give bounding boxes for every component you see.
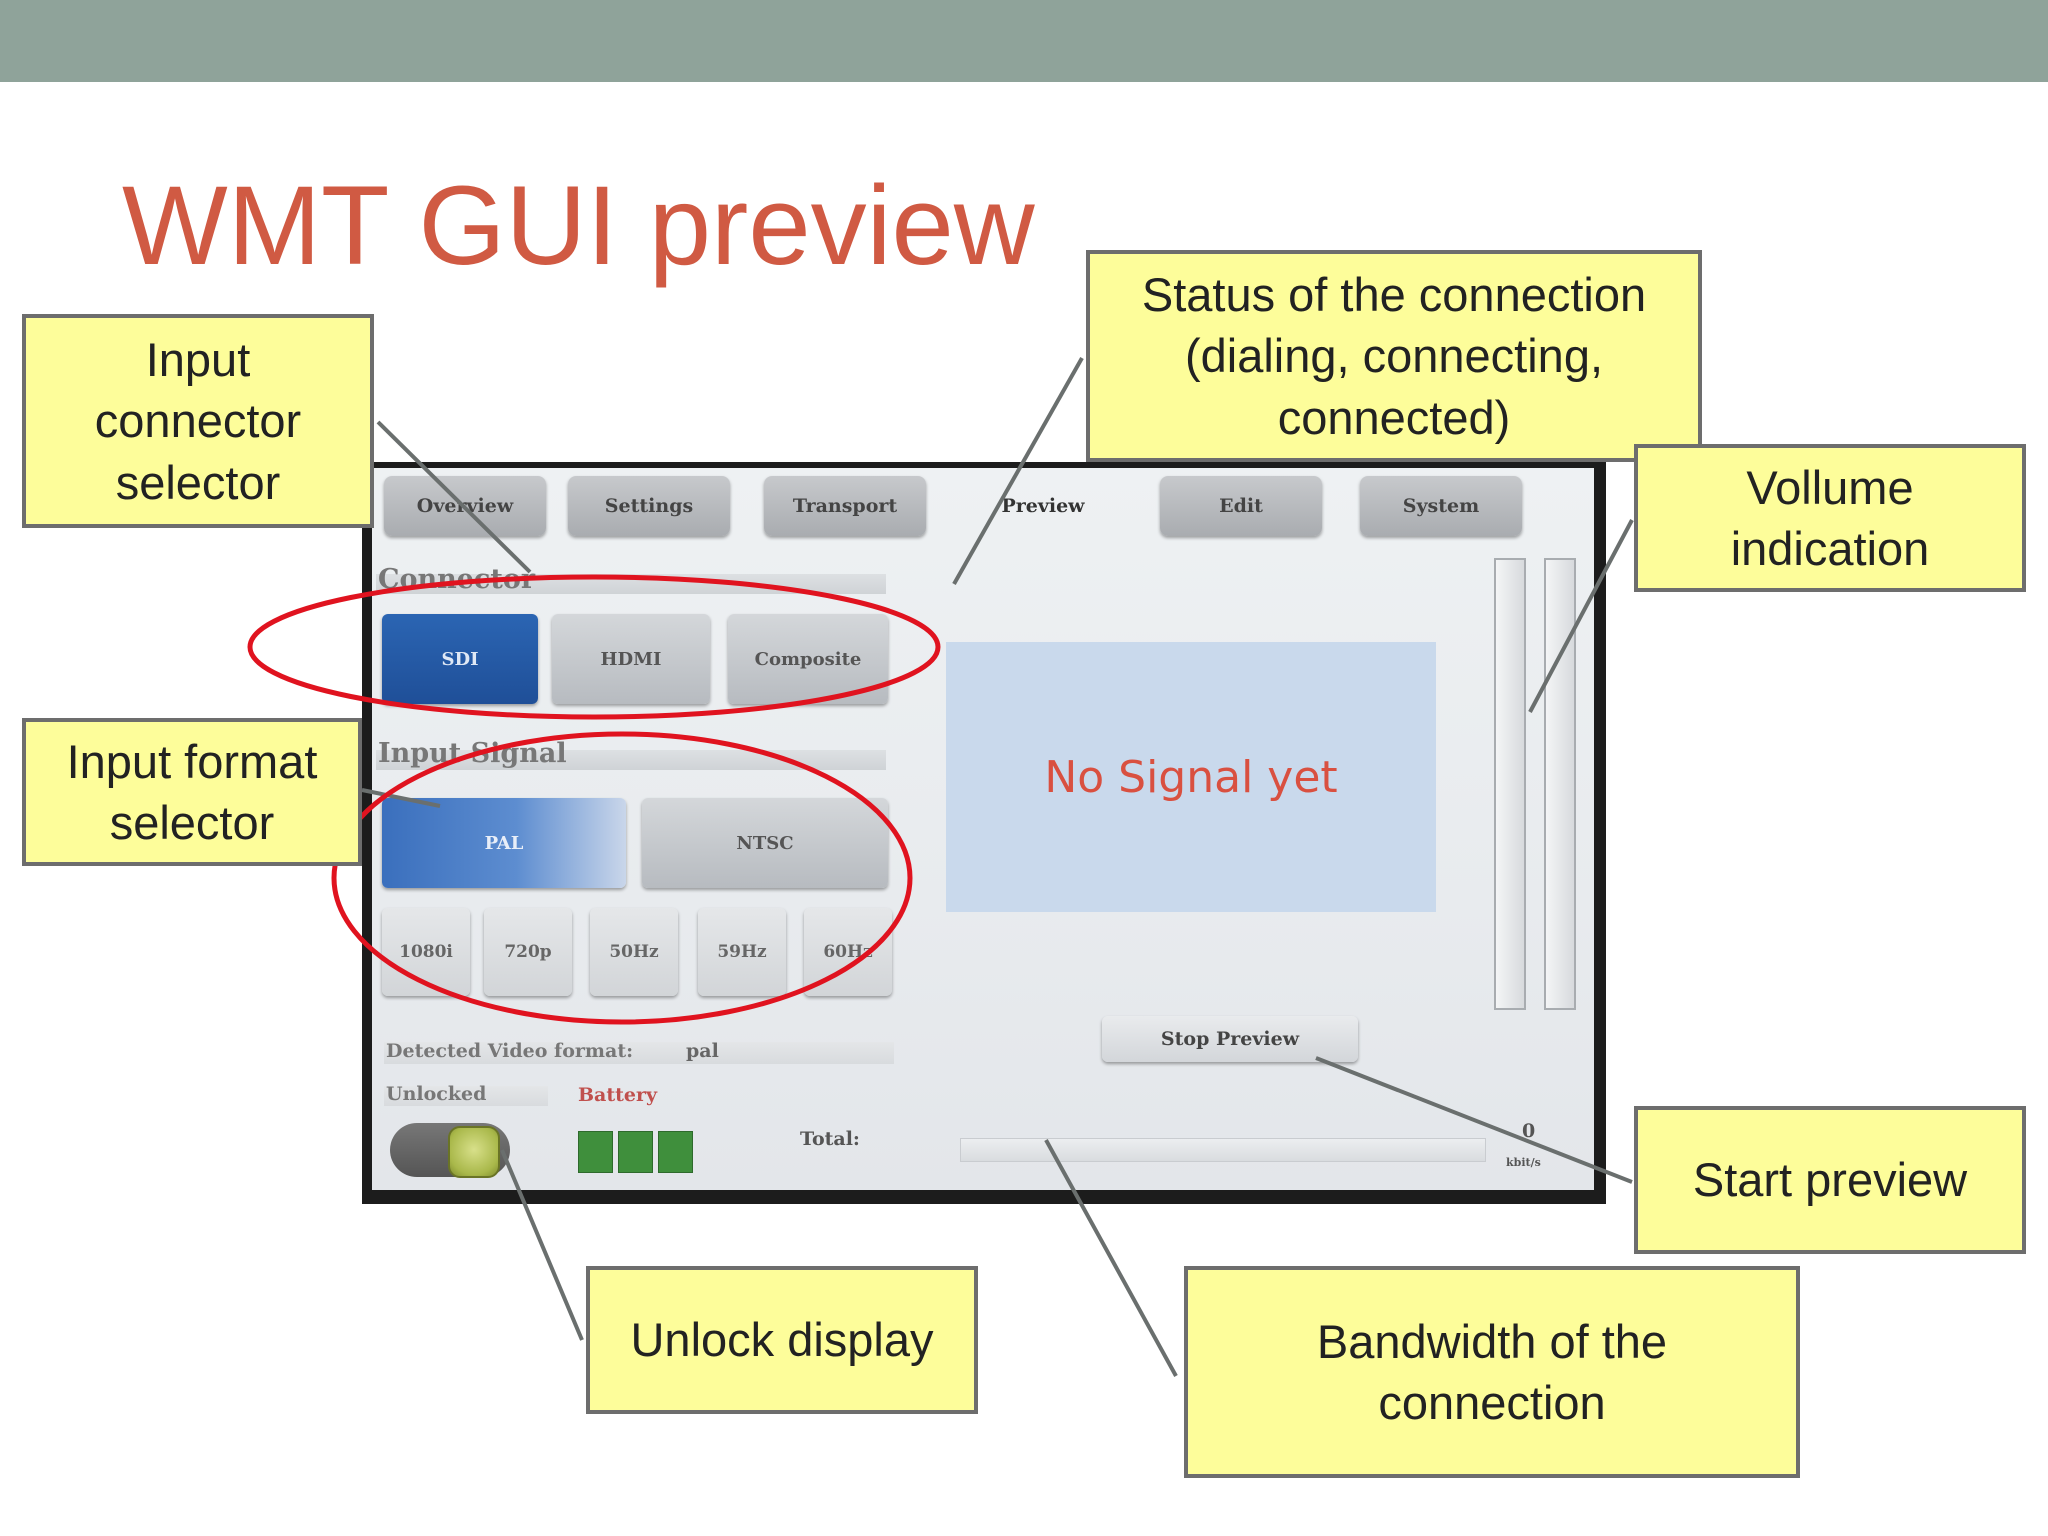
format-ntsc-button[interactable]: NTSC	[642, 798, 888, 888]
tab-transport[interactable]: Transport	[764, 476, 926, 536]
connector-highlight-ellipse	[247, 574, 941, 720]
format-pal-button[interactable]: PAL	[382, 798, 626, 888]
callout-unlock: Unlock display	[586, 1266, 978, 1414]
callout-volume: Vollume indication	[1634, 444, 2026, 592]
battery-cell	[618, 1131, 653, 1173]
lock-label: Unlocked	[386, 1083, 487, 1105]
callout-start-preview: Start preview	[1634, 1106, 2026, 1254]
tab-preview[interactable]: Preview	[1001, 495, 1085, 517]
callout-input-format: Input format selector	[22, 718, 362, 866]
total-label: Total:	[800, 1128, 860, 1150]
lock-label-bar	[384, 1086, 548, 1106]
slide-title: WMT GUI preview	[122, 163, 1035, 288]
slide-header-bar	[0, 0, 2048, 82]
video-preview-area: No Signal yet	[946, 642, 1436, 912]
tab-edit[interactable]: Edit	[1160, 476, 1322, 536]
callout-input-connector-text: Input connector selector	[94, 333, 302, 509]
stop-preview-button[interactable]: Stop Preview	[1102, 1016, 1358, 1062]
bandwidth-unit: kbit/s	[1506, 1156, 1541, 1169]
connector-hdmi-button[interactable]: HDMI	[552, 614, 710, 704]
volume-meter-left	[1494, 558, 1526, 1010]
battery-cell	[658, 1131, 693, 1173]
callout-volume-text: Vollume indication	[1730, 460, 1930, 575]
callout-status: Status of the connection (dialing, conne…	[1086, 250, 1702, 462]
format-highlight-ellipse	[331, 731, 913, 1025]
device-screen: Overview Settings Transport Preview Edit…	[362, 462, 1606, 1204]
connector-callout-line	[376, 420, 532, 574]
status-callout-line	[952, 357, 1084, 585]
detected-format-value: pal	[686, 1040, 719, 1062]
callout-bandwidth: Bandwidth of the connection	[1184, 1266, 1800, 1478]
start-preview-callout-line	[1315, 1056, 1633, 1184]
detected-format-label: Detected Video format:	[386, 1040, 634, 1062]
tab-settings[interactable]: Settings	[568, 476, 730, 536]
rate-59hz-button[interactable]: 59Hz	[698, 908, 786, 996]
rate-50hz-button[interactable]: 50Hz	[590, 908, 678, 996]
connector-sdi-button[interactable]: SDI	[382, 614, 538, 704]
callout-unlock-text: Unlock display	[630, 1313, 934, 1367]
bandwidth-value: 0	[1522, 1120, 1536, 1142]
format-callout-line	[361, 788, 441, 808]
tab-system[interactable]: System	[1360, 476, 1522, 536]
battery-label: Battery	[578, 1084, 658, 1106]
input-signal-section-bar	[376, 750, 886, 770]
callout-status-text: Status of the connection (dialing, conne…	[1141, 268, 1647, 444]
callout-bandwidth-text: Bandwidth of the connection	[1316, 1314, 1668, 1429]
battery-cell	[578, 1131, 613, 1173]
bandwidth-callout-line	[1044, 1139, 1178, 1377]
unlock-callout-line	[500, 1149, 584, 1341]
rate-720p-button[interactable]: 720p	[484, 908, 572, 996]
gui-panel: Overview Settings Transport Preview Edit…	[372, 468, 1594, 1190]
callout-input-format-text: Input format selector	[66, 734, 318, 849]
volume-callout-line	[1528, 519, 1634, 713]
callout-start-preview-text: Start preview	[1692, 1153, 1968, 1207]
callout-input-connector: Input connector selector	[22, 314, 374, 528]
no-signal-message: No Signal yet	[1044, 751, 1338, 803]
detected-format-row	[384, 1042, 894, 1064]
unlock-toggle-knob[interactable]	[448, 1126, 500, 1178]
